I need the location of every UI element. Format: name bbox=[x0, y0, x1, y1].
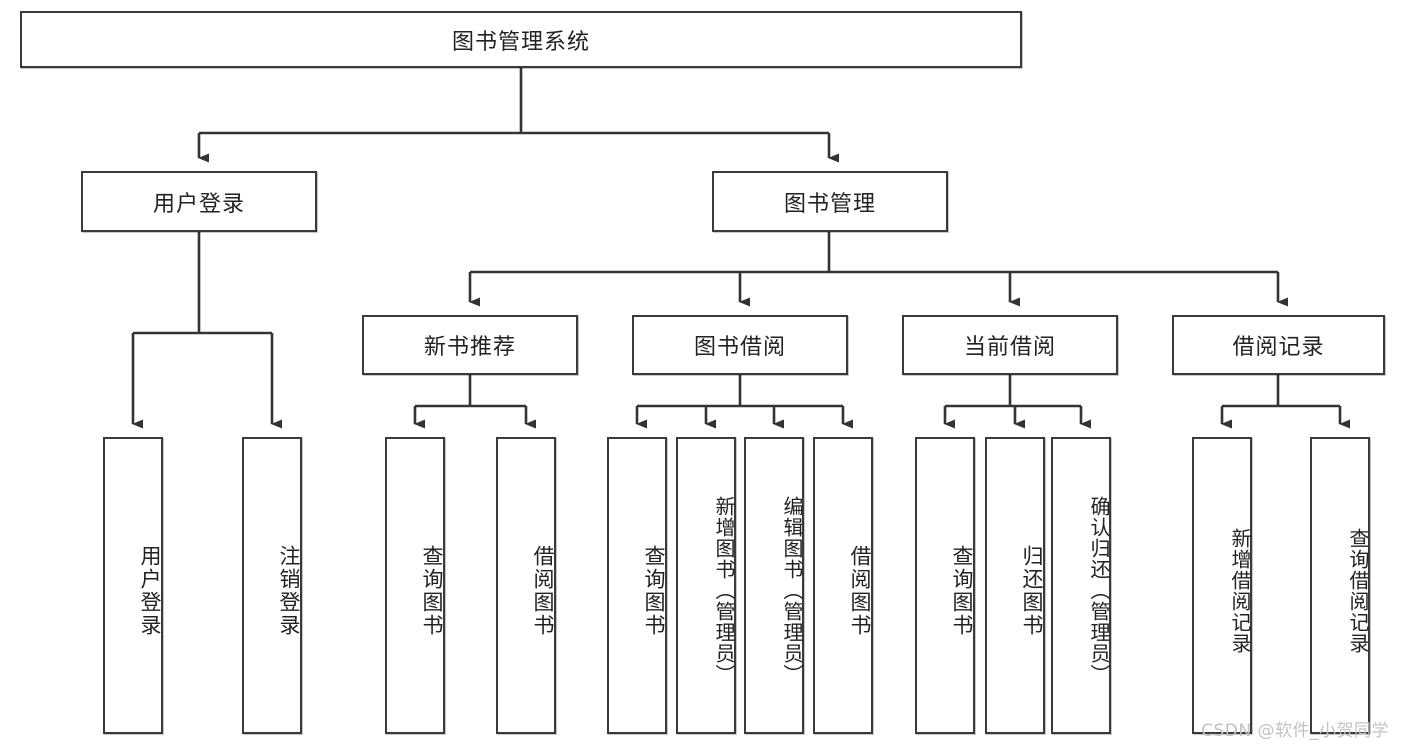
node-label: 用户登录 bbox=[138, 544, 162, 637]
node-label: 当前借阅 bbox=[963, 335, 1056, 360]
node-label: 借阅图书 bbox=[531, 544, 555, 637]
node-label: 确认归还（管理员） bbox=[1087, 496, 1111, 685]
watermark: CSDN @软件_小贺同学 bbox=[1201, 721, 1389, 741]
node-label: 借阅记录 bbox=[1232, 335, 1325, 360]
node-root-system[interactable]: 图书管理系统 bbox=[20, 11, 1022, 68]
leaf-current-confirm-return-admin[interactable]: 确认归还（管理员） bbox=[1051, 437, 1111, 734]
leaf-recommend-query-book[interactable]: 查询图书 bbox=[385, 437, 445, 734]
node-label: 查询图书 bbox=[950, 544, 974, 637]
leaf-borrow-borrow-book[interactable]: 借阅图书 bbox=[813, 437, 873, 734]
leaf-borrow-edit-book-admin[interactable]: 编辑图书（管理员） bbox=[744, 437, 804, 734]
node-label: 归还图书 bbox=[1020, 544, 1044, 637]
leaf-record-query-record[interactable]: 查询借阅记录 bbox=[1310, 437, 1370, 734]
node-book-borrow[interactable]: 图书借阅 bbox=[632, 315, 848, 375]
leaf-user-login-signout[interactable]: 注销登录 bbox=[242, 437, 302, 734]
node-label: 注销登录 bbox=[277, 544, 301, 637]
node-label: 新增图书（管理员） bbox=[712, 496, 736, 685]
node-borrow-record[interactable]: 借阅记录 bbox=[1172, 315, 1385, 375]
node-new-book-recommend[interactable]: 新书推荐 bbox=[362, 315, 578, 375]
leaf-recommend-borrow-book[interactable]: 借阅图书 bbox=[496, 437, 556, 734]
leaf-borrow-query-book[interactable]: 查询图书 bbox=[607, 437, 667, 734]
node-label: 图书管理 bbox=[783, 191, 876, 217]
node-label: 借阅图书 bbox=[848, 544, 872, 637]
leaf-record-add-record[interactable]: 新增借阅记录 bbox=[1192, 437, 1252, 734]
node-book-management[interactable]: 图书管理 bbox=[712, 171, 948, 232]
node-user-login[interactable]: 用户登录 bbox=[81, 171, 317, 232]
node-label: 图书借阅 bbox=[693, 335, 786, 360]
node-label: 查询图书 bbox=[420, 544, 444, 637]
node-label: 新书推荐 bbox=[423, 335, 516, 360]
node-label: 查询图书 bbox=[642, 544, 666, 637]
leaf-borrow-add-book-admin[interactable]: 新增图书（管理员） bbox=[676, 437, 736, 734]
leaf-current-query-book[interactable]: 查询图书 bbox=[915, 437, 975, 734]
node-current-borrow[interactable]: 当前借阅 bbox=[902, 315, 1118, 375]
node-label: 新增借阅记录 bbox=[1228, 527, 1252, 654]
node-label: 查询借阅记录 bbox=[1346, 527, 1370, 654]
node-label: 编辑图书（管理员） bbox=[780, 496, 804, 685]
leaf-user-login-signin[interactable]: 用户登录 bbox=[103, 437, 163, 734]
leaf-current-return-book[interactable]: 归还图书 bbox=[985, 437, 1045, 734]
node-label: 图书管理系统 bbox=[451, 29, 590, 55]
node-label: 用户登录 bbox=[152, 191, 245, 217]
